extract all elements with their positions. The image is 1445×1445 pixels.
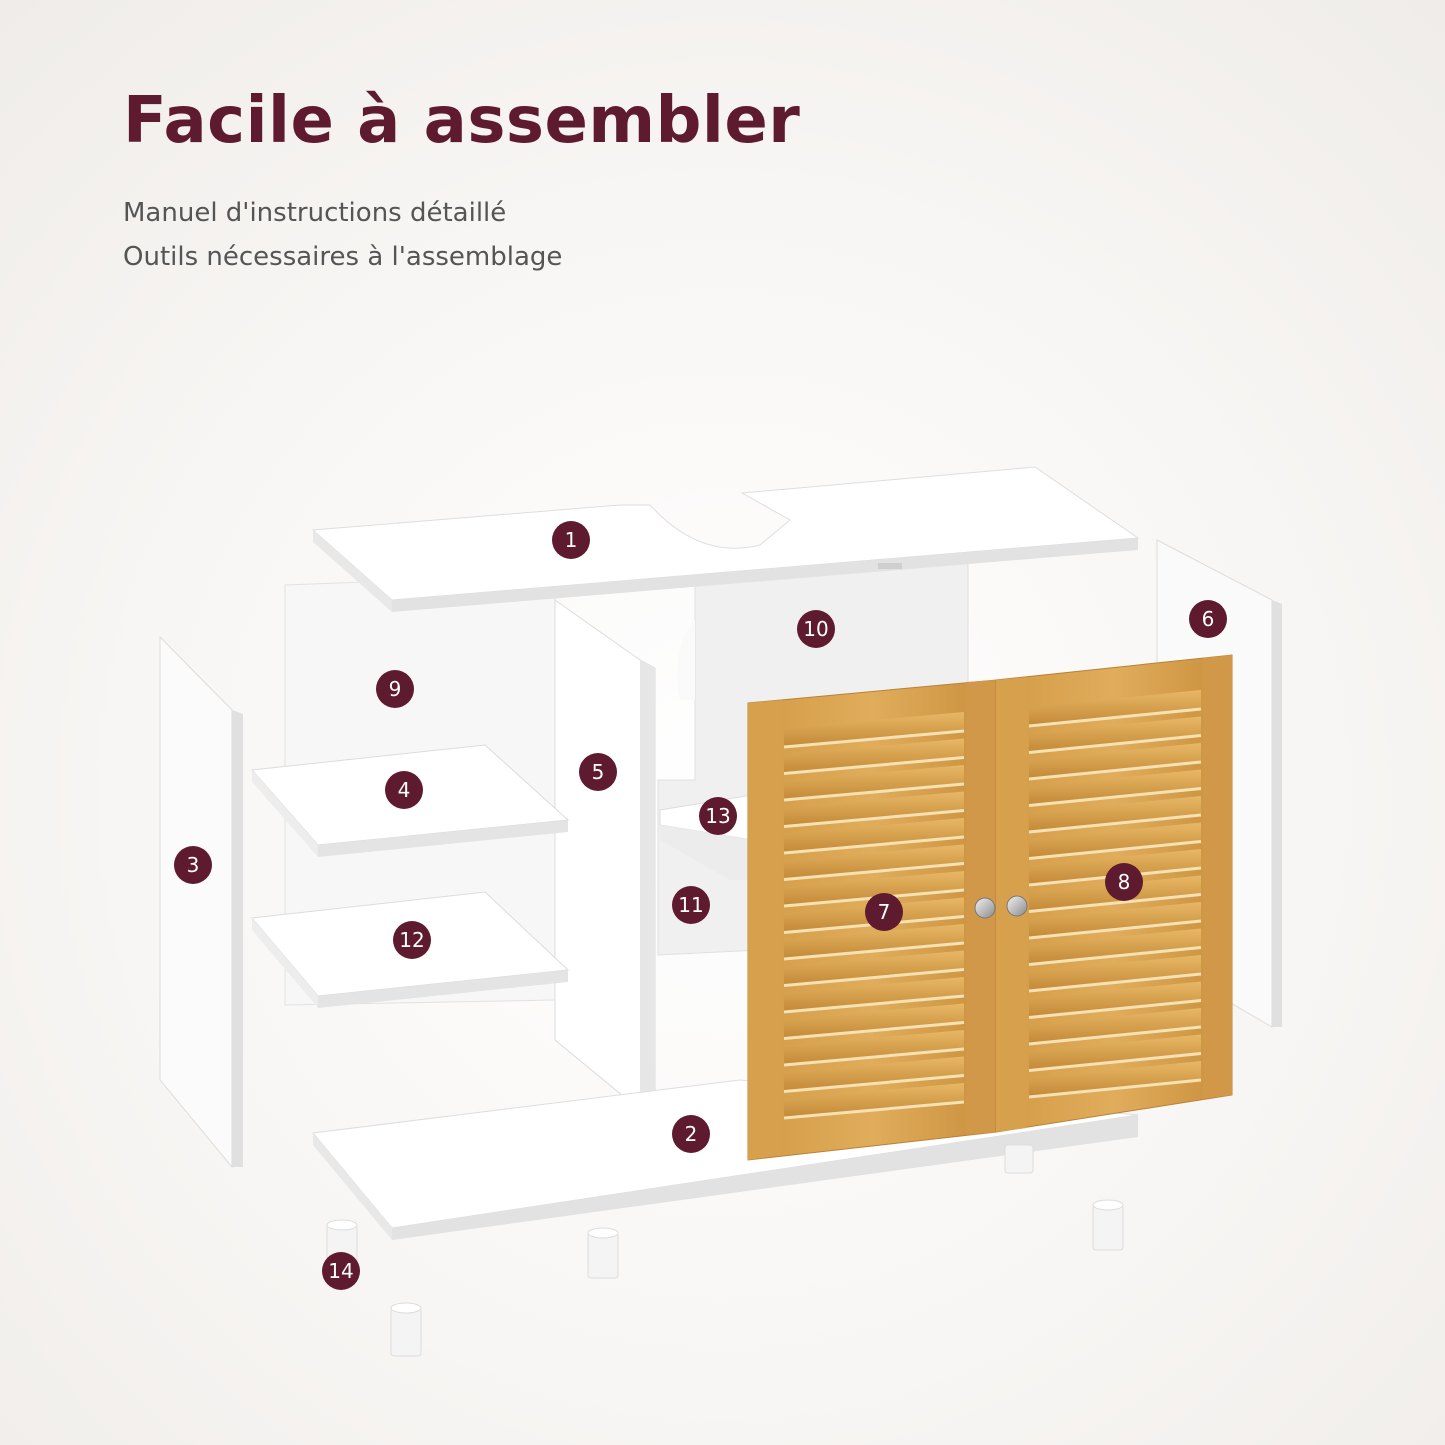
door-right-slats — [1028, 690, 1202, 1099]
svg-text:4: 4 — [398, 778, 411, 802]
leg — [1004, 1144, 1034, 1174]
louver-gap — [1028, 1078, 1202, 1099]
svg-text:1: 1 — [565, 528, 578, 552]
door-knob-right — [1006, 895, 1028, 917]
svg-text:13: 13 — [705, 804, 730, 828]
louver-gap — [1028, 813, 1202, 834]
svg-text:8: 8 — [1118, 870, 1131, 894]
svg-text:2: 2 — [685, 1122, 698, 1146]
part-badge-4: 4 — [385, 771, 423, 809]
louver-slat — [784, 1056, 964, 1091]
louver-gap — [783, 782, 965, 802]
louver-slat — [784, 1003, 964, 1038]
louver-slat — [1029, 769, 1201, 805]
louver-gap — [783, 862, 965, 881]
louver-gap — [1028, 734, 1202, 754]
part-badge-14: 14 — [322, 1252, 360, 1290]
louver-slat — [784, 924, 964, 958]
part-badge-13: 13 — [699, 797, 737, 835]
part-badge-11: 11 — [672, 886, 710, 924]
louver-gap — [783, 809, 965, 828]
svg-text:11: 11 — [678, 893, 703, 917]
louver-gap — [1028, 1052, 1202, 1072]
louver-slat — [1029, 822, 1201, 858]
louver-gap — [783, 1074, 965, 1093]
louver-slat — [1029, 743, 1201, 778]
louver-gap — [1028, 760, 1202, 781]
louver-gap — [783, 968, 965, 987]
louver-gap — [783, 994, 965, 1014]
louver-slat — [784, 712, 964, 746]
page-title: Facile à assembler — [123, 84, 801, 158]
louver-gap — [1028, 893, 1202, 913]
louver-slat — [784, 977, 964, 1011]
louver-gap — [783, 756, 965, 775]
louver-slat — [1029, 690, 1201, 725]
louver-gap — [1028, 840, 1202, 860]
svg-text:6: 6 — [1202, 607, 1215, 631]
shelf-upper-left — [250, 744, 570, 857]
louver-slat — [1029, 796, 1201, 831]
leg — [1092, 1199, 1124, 1251]
svg-text:14: 14 — [328, 1259, 353, 1283]
louver-slat — [784, 1030, 964, 1064]
part-badge-3: 3 — [174, 846, 212, 884]
louver-slat — [1029, 928, 1201, 964]
louver-gap — [1028, 946, 1202, 966]
louver-gap — [1028, 787, 1202, 807]
part-badge-9: 9 — [376, 670, 414, 708]
feature-line-tools: Outils nécessaires à l'assemblage — [123, 242, 563, 272]
louver-slat — [1029, 1034, 1201, 1070]
louver-slat — [784, 791, 964, 826]
louver-gap — [783, 835, 965, 855]
part-badge-5: 5 — [579, 753, 617, 791]
leg — [587, 1227, 619, 1279]
feature-line-instructions: Manuel d'instructions détaillé — [123, 198, 507, 228]
louver-slat — [784, 871, 964, 905]
louver-slat — [784, 950, 964, 985]
part-badge-1: 1 — [552, 521, 590, 559]
louver-slat — [784, 738, 964, 773]
louver-slat — [784, 1083, 964, 1117]
part-badge-6: 6 — [1189, 600, 1227, 638]
side-panel-left — [159, 635, 243, 1169]
louver-gap — [1028, 999, 1202, 1019]
part-badge-2: 2 — [672, 1115, 710, 1153]
divider-panel — [554, 599, 656, 1111]
louver-gap — [783, 1047, 965, 1067]
top-panel — [311, 466, 1140, 612]
part-badge-7: 7 — [865, 893, 903, 931]
door-knob-left — [974, 897, 996, 919]
part-badge-8: 8 — [1105, 863, 1143, 901]
louver-gap — [783, 729, 965, 749]
louver-gap — [783, 1021, 965, 1040]
louver-gap — [1028, 707, 1202, 728]
svg-text:12: 12 — [399, 928, 424, 952]
louver-slat — [1029, 902, 1201, 937]
svg-text:10: 10 — [803, 617, 828, 641]
louver-slat — [784, 765, 964, 799]
svg-text:9: 9 — [389, 677, 402, 701]
louver-slat — [1029, 1008, 1201, 1043]
louver-gap — [1028, 919, 1202, 940]
part-badge-12: 12 — [393, 921, 431, 959]
svg-text:7: 7 — [878, 900, 891, 924]
svg-text:5: 5 — [592, 760, 605, 784]
leg — [390, 1302, 422, 1357]
louver-slat — [784, 844, 964, 879]
louver-slat — [784, 818, 964, 852]
louver-gap — [783, 941, 965, 961]
louver-slat — [1029, 716, 1201, 752]
louver-gap — [1028, 972, 1202, 993]
louver-slat — [1029, 1061, 1201, 1096]
louver-slat — [1029, 955, 1201, 990]
louver-gap — [783, 1100, 965, 1120]
louver-gap — [1028, 1025, 1202, 1046]
louver-slat — [1029, 981, 1201, 1017]
part-badge-10: 10 — [797, 610, 835, 648]
svg-text:3: 3 — [187, 853, 200, 877]
